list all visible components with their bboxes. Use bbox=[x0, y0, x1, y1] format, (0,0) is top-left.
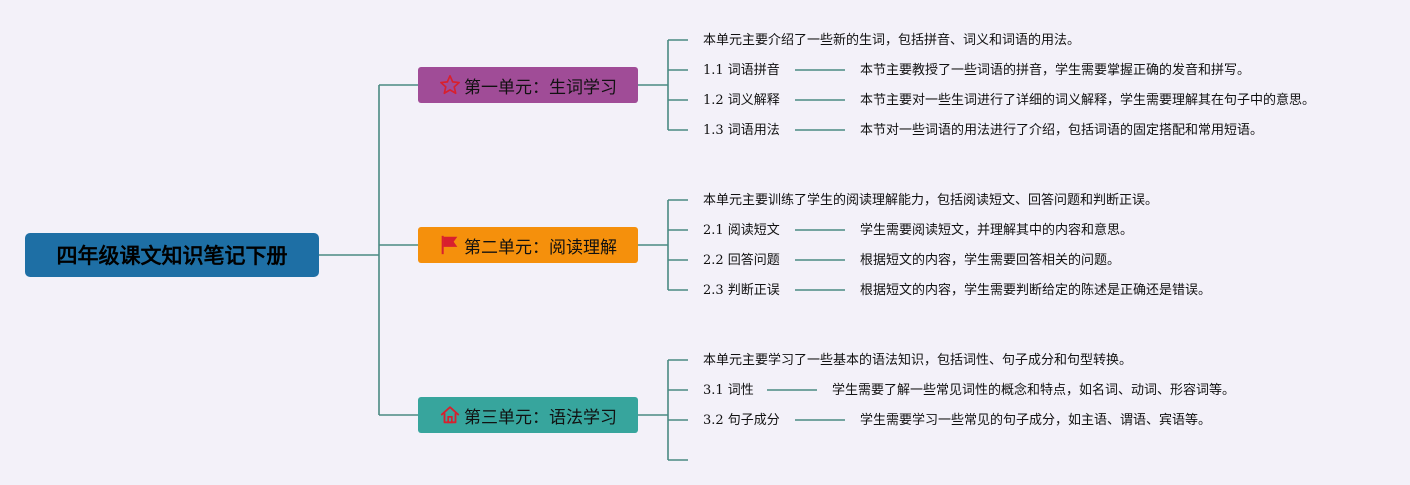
section-desc: 本节对一些词语的用法进行了介绍，包括词语的固定搭配和常用短语。 bbox=[860, 123, 1264, 138]
section-desc: 根据短文的内容，学生需要判断给定的陈述是正确还是错误。 bbox=[860, 283, 1212, 298]
section-label: 3.1 词性 bbox=[703, 383, 754, 398]
unit-title: 第三单元：语法学习 bbox=[464, 407, 617, 428]
root-node[interactable]: 四年级课文知识笔记下册 bbox=[25, 233, 319, 277]
section-label: 1.1 词语拼音 bbox=[703, 63, 780, 78]
section-desc: 本节主要对一些生词进行了详细的词义解释，学生需要理解其在句子中的意思。 bbox=[860, 93, 1316, 108]
root-connector bbox=[319, 84, 418, 416]
unit1-section-lines bbox=[795, 69, 845, 131]
unit2-connector bbox=[638, 199, 688, 291]
section-label: 2.2 回答问题 bbox=[703, 253, 780, 268]
section-label: 3.2 句子成分 bbox=[703, 413, 780, 428]
unit-node-1[interactable]: 第一单元：生词学习 bbox=[418, 67, 638, 103]
flag-icon bbox=[441, 235, 458, 255]
unit1-connector bbox=[638, 39, 688, 131]
unit3-connector bbox=[638, 359, 688, 461]
unit-title: 第一单元：生词学习 bbox=[464, 77, 617, 98]
unit-title: 第二单元：阅读理解 bbox=[464, 237, 617, 258]
unit-node-2[interactable]: 第二单元：阅读理解 bbox=[418, 227, 638, 263]
unit-summary: 本单元主要介绍了一些新的生词，包括拼音、词义和词语的用法。 bbox=[703, 33, 1081, 48]
unit-summary: 本单元主要学习了一些基本的语法知识，包括词性、句子成分和句型转换。 bbox=[703, 353, 1133, 368]
unit3-section-lines bbox=[767, 389, 845, 421]
unit2-section-lines bbox=[795, 229, 845, 291]
section-desc: 本节主要教授了一些词语的拼音，学生需要掌握正确的发音和拼写。 bbox=[860, 63, 1251, 78]
star-icon bbox=[440, 75, 460, 95]
section-label: 1.3 词语用法 bbox=[703, 123, 780, 138]
home-icon bbox=[440, 406, 460, 424]
section-desc: 根据短文的内容，学生需要回答相关的问题。 bbox=[860, 253, 1121, 268]
section-desc: 学生需要阅读短文，并理解其中的内容和意思。 bbox=[860, 223, 1134, 238]
section-desc: 学生需要学习一些常见的句子成分，如主语、谓语、宾语等。 bbox=[860, 413, 1212, 428]
unit-summary: 本单元主要训练了学生的阅读理解能力，包括阅读短文、回答问题和判断正误。 bbox=[703, 193, 1159, 208]
root-title: 四年级课文知识笔记下册 bbox=[56, 244, 288, 268]
section-desc: 学生需要了解一些常见词性的概念和特点，如名词、动词、形容词等。 bbox=[832, 383, 1236, 398]
unit-node-3[interactable]: 第三单元：语法学习 bbox=[418, 397, 638, 433]
section-label: 1.2 词义解释 bbox=[703, 93, 780, 108]
section-label: 2.1 阅读短文 bbox=[703, 223, 780, 238]
section-label: 2.3 判断正误 bbox=[703, 283, 780, 298]
